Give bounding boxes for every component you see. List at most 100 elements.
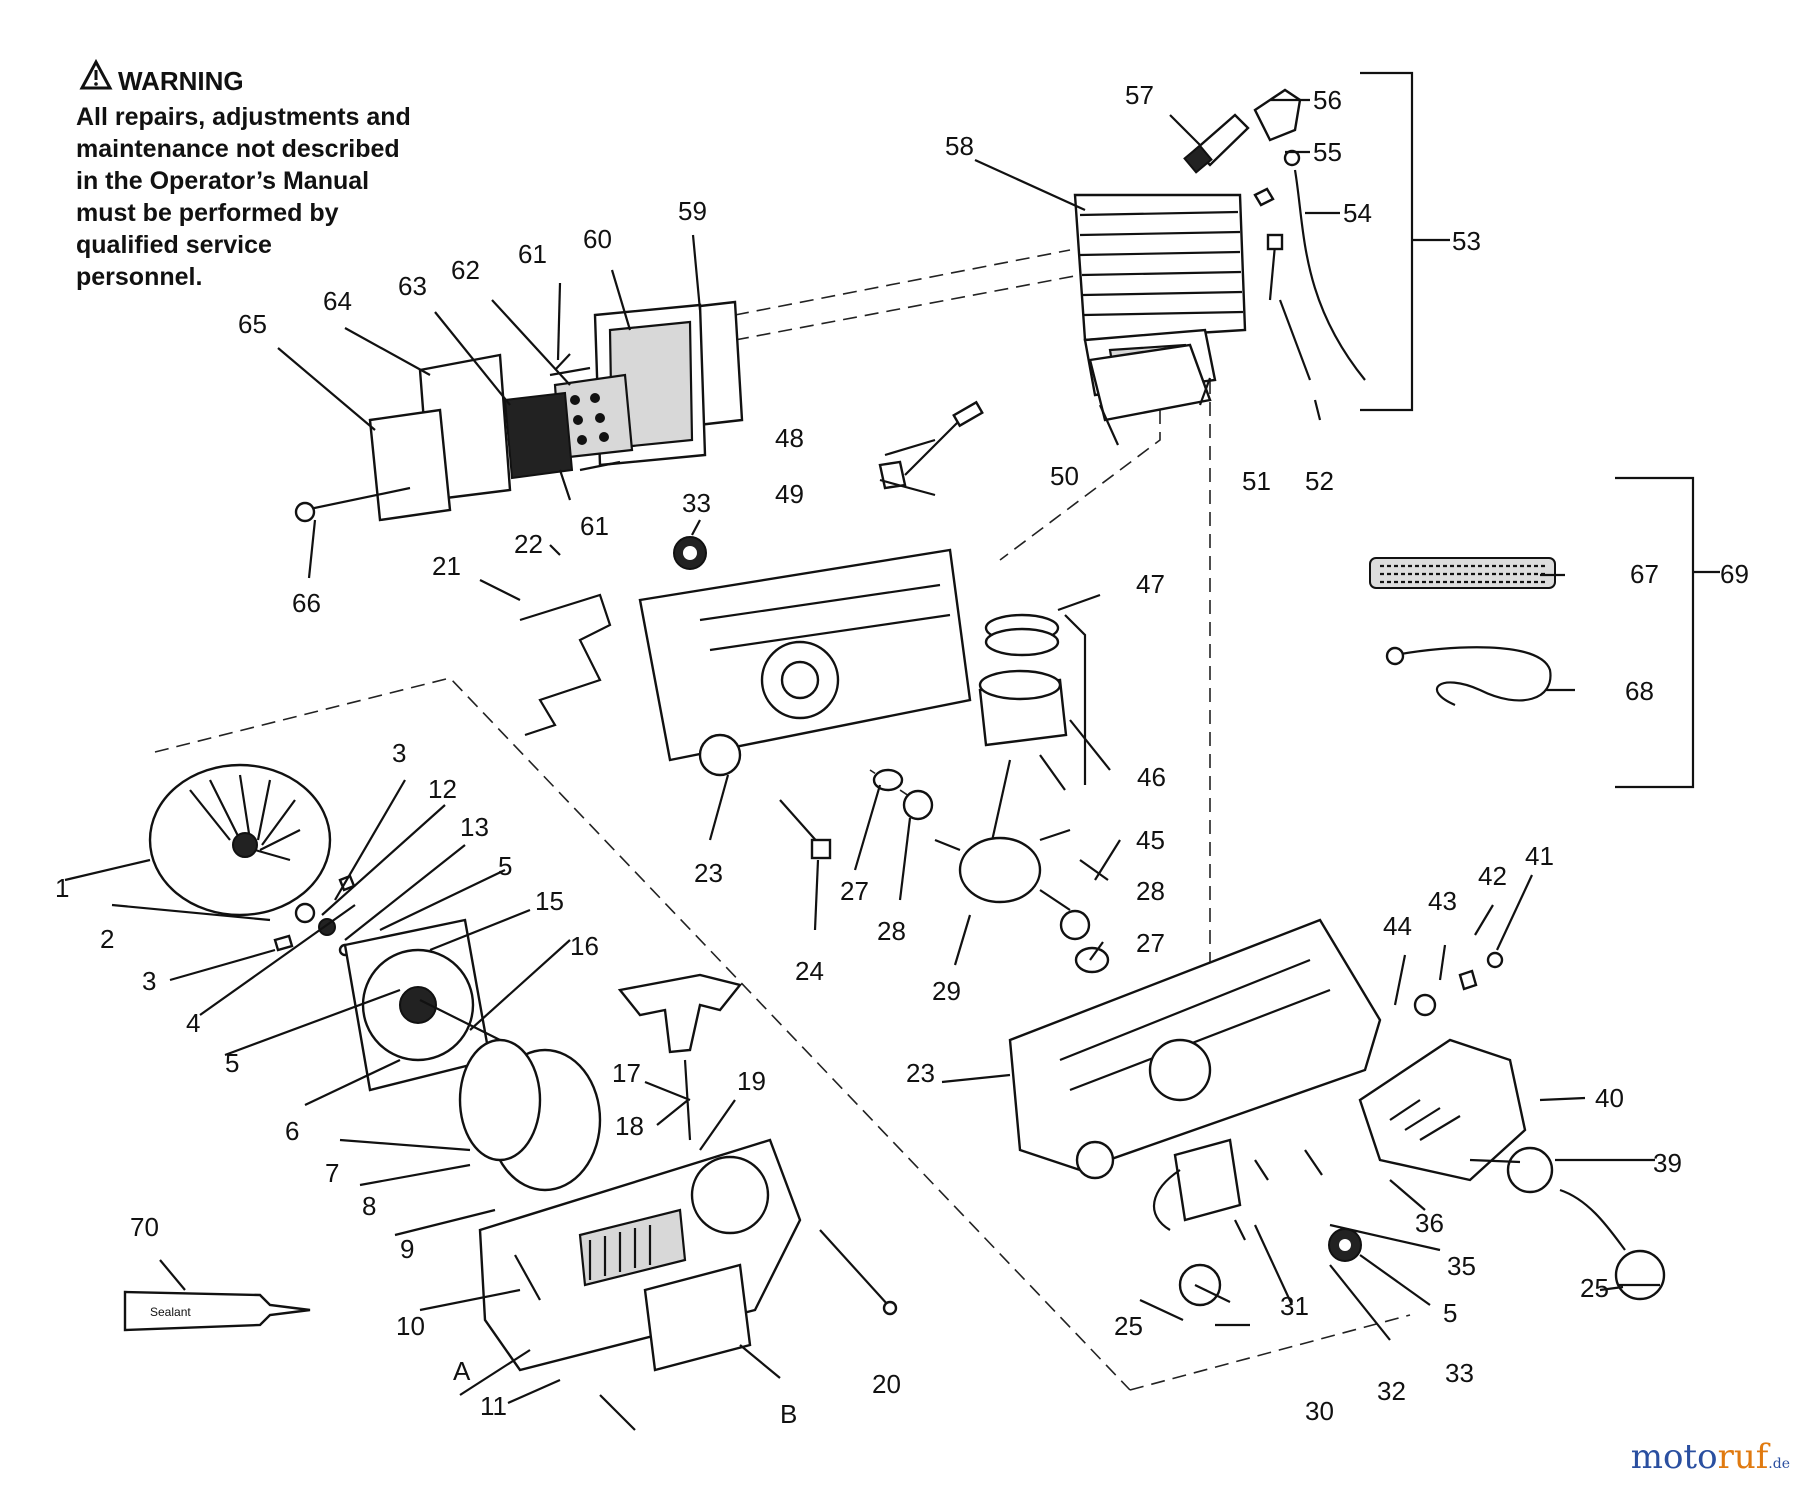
callout-20: 20 xyxy=(872,1369,901,1399)
flywheel-part xyxy=(148,763,332,917)
callout-59: 59 xyxy=(678,196,707,226)
callout-35: 35 xyxy=(1447,1251,1476,1281)
muffler-screen-part xyxy=(503,391,574,480)
callout-57: 57 xyxy=(1125,80,1154,110)
callout-25b: 25 xyxy=(1580,1273,1609,1303)
callout-44: 44 xyxy=(1383,911,1412,941)
fuel-tank-part xyxy=(1358,1038,1527,1182)
crankcase-lower-part xyxy=(1008,918,1382,1180)
warning-line-6: personnel. xyxy=(76,263,203,291)
callout-27b: 27 xyxy=(1136,928,1165,958)
callout-30: 30 xyxy=(1305,1396,1334,1426)
callout-B: B xyxy=(780,1399,797,1429)
flywheel-hardware-parts xyxy=(273,874,356,957)
callout-56: 56 xyxy=(1313,85,1342,115)
warning-line-1: All repairs, adjustments and xyxy=(76,103,411,131)
callout-19: 19 xyxy=(737,1066,766,1096)
chain-catcher-part xyxy=(519,593,612,737)
callout-61b: 61 xyxy=(580,511,609,541)
callout-47: 47 xyxy=(1136,569,1165,599)
bracket-46-47 xyxy=(1064,614,1087,785)
callout-23b: 23 xyxy=(906,1058,935,1088)
callout-18: 18 xyxy=(615,1111,644,1141)
callout-17: 17 xyxy=(612,1058,641,1088)
callout-45: 45 xyxy=(1136,825,1165,855)
callout-7: 7 xyxy=(325,1158,339,1188)
callout-66: 66 xyxy=(292,588,321,618)
callout-60: 60 xyxy=(583,224,612,254)
callout-48: 48 xyxy=(775,423,804,453)
chain-brake-band-part xyxy=(1369,557,1556,589)
callout-4: 4 xyxy=(186,1008,200,1038)
callout-41: 41 xyxy=(1525,841,1554,871)
warning-triangle-icon xyxy=(79,58,113,90)
ignition-lead-part xyxy=(1253,149,1366,381)
callout-16: 16 xyxy=(570,931,599,961)
callout-28a: 28 xyxy=(877,916,906,946)
muffler-screws xyxy=(294,366,621,523)
callout-69: 69 xyxy=(1720,559,1749,589)
callout-32: 32 xyxy=(1377,1376,1406,1406)
callout-10: 10 xyxy=(396,1311,425,1341)
ignition-module-part xyxy=(1152,1138,1242,1231)
callout-65: 65 xyxy=(238,309,267,339)
callout-58: 58 xyxy=(945,131,974,161)
callout-21: 21 xyxy=(432,551,461,581)
watermark-logo: motoruf.de xyxy=(1631,1437,1790,1477)
callout-64: 64 xyxy=(323,286,352,316)
warning-line-4: must be performed by xyxy=(76,199,339,227)
callout-62: 62 xyxy=(451,255,480,285)
piston-part xyxy=(978,669,1068,791)
connecting-rod-crankshaft-part xyxy=(934,759,1071,911)
spark-plug-boot-part xyxy=(1253,88,1302,142)
crankcase-bolt-24-part xyxy=(779,799,832,860)
leader-lines xyxy=(64,98,1660,1405)
warning-line-5: qualified service xyxy=(76,231,272,259)
callout-67: 67 xyxy=(1630,559,1659,589)
callout-61a: 61 xyxy=(518,239,547,269)
callout-6: 6 xyxy=(285,1116,299,1146)
fuel-cap-parts xyxy=(1178,1146,1666,1307)
cylinder-bolt-part xyxy=(1266,233,1284,301)
callout-12: 12 xyxy=(428,774,457,804)
callout-54: 54 xyxy=(1343,198,1372,228)
callout-39: 39 xyxy=(1653,1148,1682,1178)
fuel-line-part xyxy=(1385,646,1552,707)
callout-33b: 33 xyxy=(1445,1358,1474,1388)
callout-13: 13 xyxy=(460,812,489,842)
callout-50: 50 xyxy=(1050,461,1079,491)
cylinder-gasket-part xyxy=(1088,343,1212,422)
callout-23a: 23 xyxy=(694,858,723,888)
spark-plug-part xyxy=(1183,113,1250,174)
callout-5c: 5 xyxy=(1443,1298,1457,1328)
callout-8: 8 xyxy=(362,1191,376,1221)
callout-22: 22 xyxy=(514,529,543,559)
muffler-plate-part xyxy=(368,408,452,522)
bracket-69 xyxy=(1615,476,1720,789)
sealant-label: Sealant xyxy=(150,1305,191,1319)
chain-adjuster-part xyxy=(878,400,984,490)
warning-heading: WARNING xyxy=(118,66,244,96)
callout-29: 29 xyxy=(932,976,961,1006)
starter-cover-plate-part xyxy=(643,1263,752,1372)
sealant-tube-part: Sealant xyxy=(123,1290,311,1332)
callout-46: 46 xyxy=(1137,762,1166,792)
callout-9: 9 xyxy=(400,1234,414,1264)
callout-36: 36 xyxy=(1415,1208,1444,1238)
watermark-suffix: .de xyxy=(1768,1456,1790,1472)
callout-27a: 27 xyxy=(840,876,869,906)
watermark-part-2: ruf xyxy=(1717,1437,1769,1477)
callout-49: 49 xyxy=(775,479,804,509)
callout-2: 2 xyxy=(100,924,114,954)
bracket-53 xyxy=(1360,71,1450,412)
callout-labels: 56 55 54 53 57 58 59 60 61 62 63 64 65 6… xyxy=(55,80,1749,1429)
callout-55: 55 xyxy=(1313,137,1342,167)
warning-line-2: maintenance not described xyxy=(76,135,400,163)
callout-3a: 3 xyxy=(392,738,406,768)
callout-40: 40 xyxy=(1595,1083,1624,1113)
callout-42: 42 xyxy=(1478,861,1507,891)
callout-31: 31 xyxy=(1280,1291,1309,1321)
callout-53: 53 xyxy=(1452,226,1481,256)
callout-3b: 3 xyxy=(142,966,156,996)
